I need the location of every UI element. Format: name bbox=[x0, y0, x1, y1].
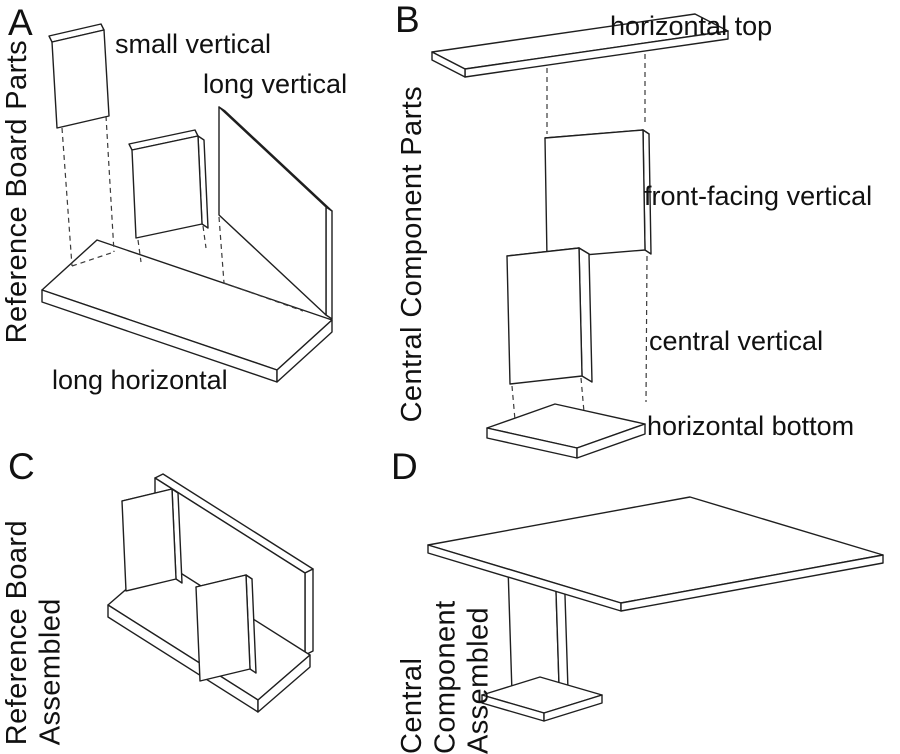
panel-d-side-label: Central Component Assembled bbox=[396, 600, 495, 754]
middle-vertical-board bbox=[128, 129, 209, 239]
panel-b-letter: B bbox=[395, 0, 420, 40]
panel-a-side-label: Reference Board Parts bbox=[1, 40, 33, 344]
panel-c-drawing bbox=[107, 473, 314, 713]
panel-a-letter: A bbox=[8, 2, 33, 43]
assembled-back-wall bbox=[154, 473, 314, 656]
assembly-guide-lines-b bbox=[511, 54, 648, 421]
assembled-left-panel bbox=[121, 488, 183, 592]
label-central-vertical: central vertical bbox=[649, 326, 824, 356]
assembled-right-panel bbox=[195, 574, 257, 682]
label-long-horizontal: long horizontal bbox=[52, 365, 228, 395]
long-horizontal-board bbox=[41, 239, 333, 383]
small-vertical-board bbox=[48, 23, 110, 129]
panel-a-drawing bbox=[41, 23, 333, 383]
panel-b-drawing bbox=[431, 13, 729, 459]
label-long-vertical: long vertical bbox=[203, 69, 348, 99]
label-horizontal-bottom: horizontal bottom bbox=[647, 411, 855, 441]
label-front-facing-vertical: front-facing vertical bbox=[644, 181, 873, 211]
assembled-bottom-base bbox=[481, 676, 603, 722]
panel-c-letter: C bbox=[8, 446, 35, 487]
panel-d-drawing bbox=[427, 496, 884, 722]
label-small-vertical: small vertical bbox=[115, 29, 272, 59]
label-horizontal-top: horizontal top bbox=[610, 11, 773, 41]
central-vertical-board bbox=[506, 247, 593, 385]
horizontal-top-board bbox=[431, 13, 729, 78]
panel-c-side-label: Reference Board Assembled bbox=[1, 520, 67, 746]
long-vertical-board bbox=[218, 106, 333, 320]
panel-d-letter: D bbox=[391, 446, 418, 487]
panel-b-side-label: Central Component Parts bbox=[396, 86, 428, 423]
horizontal-bottom-board bbox=[486, 403, 646, 459]
front-facing-vertical-board bbox=[544, 129, 652, 259]
assembly-guide-lines-a bbox=[61, 115, 304, 312]
assembled-top-board bbox=[427, 496, 884, 612]
